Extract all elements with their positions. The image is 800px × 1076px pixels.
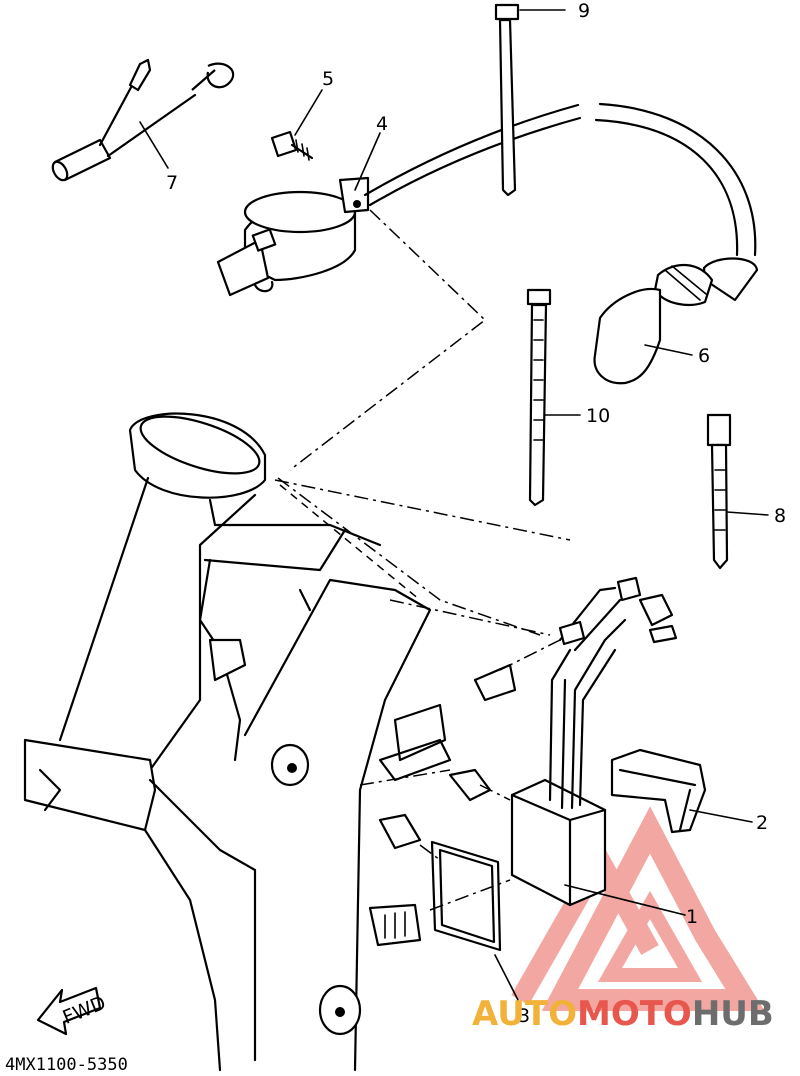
ground-lead [51,58,235,182]
frame [23,412,517,1072]
watermark-moto: MOTO [577,994,692,1034]
cable-tie-9 [494,3,520,197]
callout-2: 2 [756,812,768,834]
callout-6: 6 [698,345,710,367]
bracket [610,748,707,834]
callout-9: 9 [578,0,590,22]
bolt [270,130,314,161]
callout-1: 1 [686,906,698,928]
leader-lines [139,9,769,1001]
ignition-coil [216,176,370,297]
reference-lines [274,209,571,911]
part-code: 4MX1100-5350 [5,1055,128,1075]
callout-7: 7 [166,172,178,194]
watermark-hub: HUB [692,994,774,1034]
cdi-unit [510,576,678,907]
watermark-text: AUTOMOTOHUB [472,994,774,1034]
spark-plug-cap [593,263,714,385]
callout-5: 5 [322,68,334,90]
fwd-arrow: FWD [36,986,109,1036]
callout-8: 8 [774,505,786,527]
callout-10: 10 [586,405,610,427]
callout-3: 3 [518,1005,530,1027]
spark-plug-lead [363,102,759,302]
callout-4: 4 [376,113,388,135]
cable-tie-10 [526,288,552,507]
cable-tie-8 [706,413,732,570]
watermark-auto: AUTO [472,994,577,1034]
